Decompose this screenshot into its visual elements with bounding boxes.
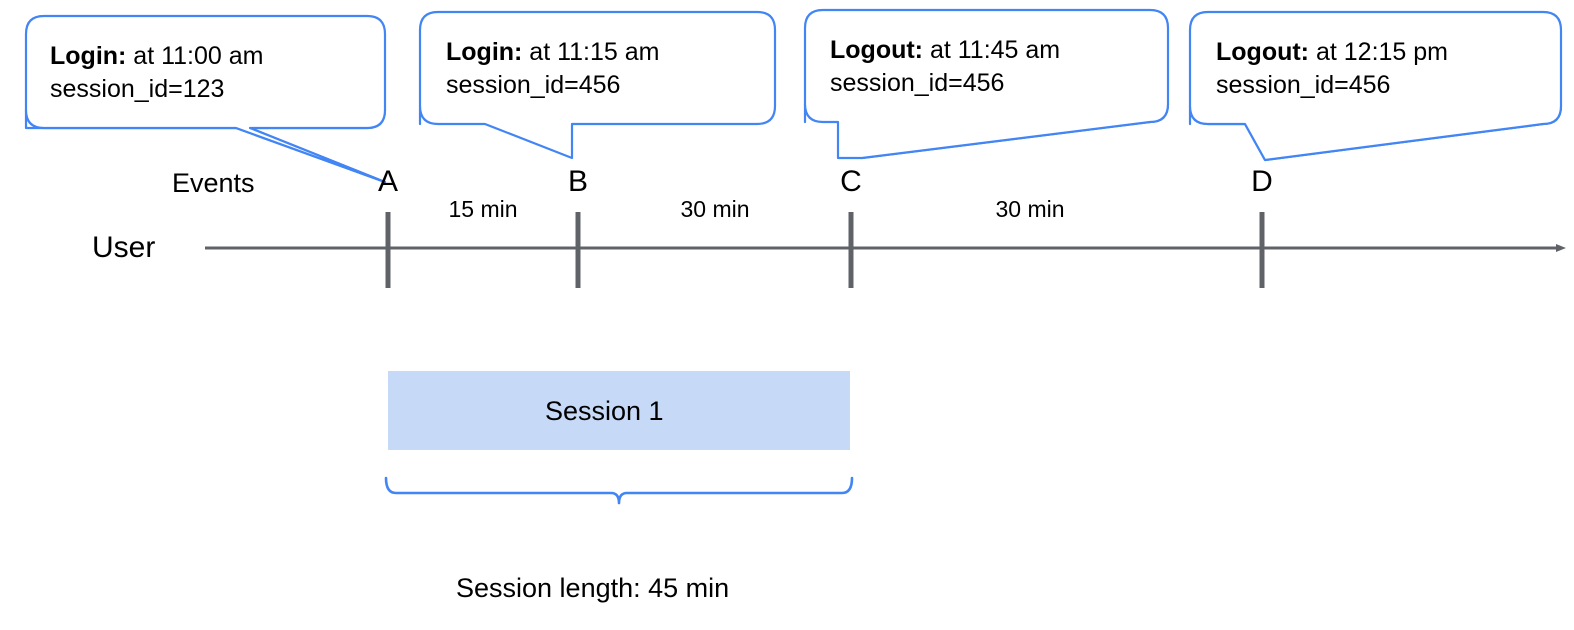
callout-a-session: session_id=123 (50, 75, 225, 103)
callout-c-session: session_id=456 (830, 69, 1005, 97)
callout-d-lead: Logout: (1216, 38, 1310, 66)
callout-text-d: Logout: at 12:15 pm session_id=456 (1216, 36, 1448, 102)
session-length-caption: Session length: 45 min (456, 573, 730, 603)
callout-a-detail: at 11:00 am (126, 42, 264, 70)
session-length-brace (384, 476, 854, 505)
marker-label-a: A (377, 165, 398, 198)
events-row-label: Events (172, 168, 255, 198)
user-lane-label: User (92, 231, 156, 264)
callout-text-c: Logout: at 11:45 am session_id=456 (830, 34, 1060, 100)
callout-d-detail: at 12:15 pm (1309, 38, 1448, 66)
callout-c-detail: at 11:45 am (923, 36, 1061, 64)
callout-b-detail: at 11:15 am (522, 38, 660, 66)
marker-label-c: C (840, 165, 862, 198)
callout-a-lead: Login: (50, 42, 127, 70)
callout-text-b: Login: at 11:15 am session_id=456 (446, 36, 659, 102)
callout-b-lead: Login: (446, 38, 523, 66)
callout-bubble-a (24, 14, 387, 184)
session-bar (388, 371, 850, 450)
callout-b-session: session_id=456 (446, 71, 621, 99)
marker-label-b: B (567, 165, 588, 198)
interval-label-cd: 30 min (995, 196, 1065, 222)
callout-bubble-c (803, 8, 1170, 160)
callout-c-lead: Logout: (830, 36, 924, 64)
interval-label-bc: 30 min (680, 196, 750, 222)
callout-d-session: session_id=456 (1216, 71, 1391, 99)
interval-label-ab: 15 min (448, 196, 518, 222)
marker-label-d: D (1251, 165, 1273, 198)
callout-bubble-d (1188, 10, 1563, 162)
session-bar-label: Session 1 (545, 396, 664, 426)
callout-text-a: Login: at 11:00 am session_id=123 (50, 40, 263, 106)
callout-bubble-b (418, 10, 777, 160)
